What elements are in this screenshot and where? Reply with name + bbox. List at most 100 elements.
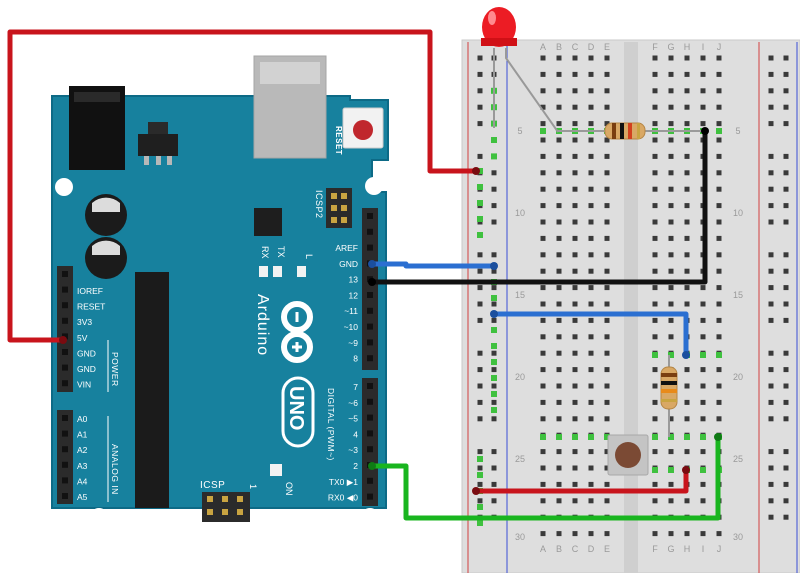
breadboard-hole <box>556 219 562 225</box>
breadboard-hole <box>572 170 578 176</box>
rail-hole <box>783 104 789 110</box>
header-pin <box>367 446 373 453</box>
rail-hole <box>491 186 497 192</box>
digital-pin-label: ~6 <box>348 398 358 408</box>
breadboard-hole <box>572 153 578 159</box>
rail-hole <box>783 367 789 373</box>
column-letter: B <box>556 544 562 554</box>
rail-hole <box>491 350 497 356</box>
breadboard-hole <box>588 88 594 94</box>
breadboard-hole <box>588 449 594 455</box>
breadboard-hole <box>572 186 578 192</box>
column-letter: H <box>684 42 691 52</box>
header-pin <box>367 414 373 421</box>
row-number: 5 <box>735 126 740 136</box>
breadboard-hole <box>604 219 610 225</box>
breadboard-hole <box>700 531 706 537</box>
voltage-regulator <box>138 122 178 165</box>
connected-hole <box>668 434 674 440</box>
breadboard-hole <box>556 153 562 159</box>
header-pin <box>367 323 373 330</box>
power-label: POWER <box>110 352 120 387</box>
breadboard-hole <box>684 268 690 274</box>
breadboard-hole <box>716 203 722 209</box>
breadboard-hole <box>684 55 690 61</box>
breadboard-hole <box>572 317 578 323</box>
breadboard-hole <box>588 334 594 340</box>
connected-hole <box>491 295 497 301</box>
breadboard-hole <box>700 367 706 373</box>
breadboard-hole <box>572 55 578 61</box>
breadboard-hole <box>716 104 722 110</box>
rail-hole <box>768 55 774 61</box>
breadboard-hole <box>700 416 706 422</box>
resistor-led <box>558 122 705 140</box>
row-number: 5 <box>517 126 522 136</box>
breadboard-hole <box>604 104 610 110</box>
digital-pin-label: AREF <box>335 243 358 253</box>
digital-pin-label: RX0 ◀0 <box>328 493 358 503</box>
breadboard-hole <box>668 55 674 61</box>
breadboard-hole <box>716 531 722 537</box>
breadboard-hole <box>668 334 674 340</box>
connected-hole <box>477 504 483 510</box>
breadboard-hole <box>556 334 562 340</box>
row-number: 10 <box>733 208 743 218</box>
rail-hole <box>783 203 789 209</box>
row-number: 15 <box>733 290 743 300</box>
breadboard-hole <box>652 334 658 340</box>
breadboard-hole <box>652 301 658 307</box>
breadboard-hole <box>588 186 594 192</box>
breadboard-hole <box>588 153 594 159</box>
connected-hole <box>556 434 562 440</box>
breadboard-hole <box>572 88 578 94</box>
breadboard-hole <box>604 170 610 176</box>
breadboard-hole <box>684 449 690 455</box>
rail-hole <box>768 71 774 77</box>
breadboard-hole <box>716 285 722 291</box>
breadboard-hole <box>684 219 690 225</box>
digital-pin-label: 7 <box>353 382 358 392</box>
connected-hole <box>572 434 578 440</box>
analog-pin-label: A5 <box>77 492 88 502</box>
breadboard-hole <box>556 235 562 241</box>
digital-pin-label: 12 <box>349 290 359 300</box>
header-pin <box>62 430 68 437</box>
breadboard-hole <box>540 252 546 258</box>
rail-hole <box>477 121 483 127</box>
power-pin-label: 3V3 <box>77 317 92 327</box>
breadboard-hole <box>556 71 562 77</box>
breadboard-hole <box>556 285 562 291</box>
connected-hole <box>652 434 658 440</box>
breadboard-hole <box>668 137 674 143</box>
connected-hole <box>700 467 706 473</box>
mounting-hole <box>55 178 73 196</box>
rail-hole <box>768 416 774 422</box>
rail-hole <box>783 55 789 61</box>
breadboard-hole <box>572 498 578 504</box>
breadboard-hole <box>572 268 578 274</box>
reset-button[interactable] <box>342 107 384 149</box>
connected-hole <box>491 343 497 349</box>
breadboard-hole <box>604 383 610 389</box>
rail-hole <box>491 301 497 307</box>
rail-hole <box>768 219 774 225</box>
dc-power-jack <box>69 86 125 170</box>
header-pin <box>331 217 337 223</box>
header-pin <box>62 302 68 309</box>
power-header <box>57 266 73 392</box>
rail-hole <box>477 399 483 405</box>
rail-hole <box>477 285 483 291</box>
wire-pin2 <box>369 434 721 521</box>
breadboard-hole <box>716 334 722 340</box>
breadboard-hole <box>540 137 546 143</box>
icsp-pin-one-label: 1 <box>248 484 258 489</box>
rail-hole <box>491 449 497 455</box>
header-pin <box>62 349 68 355</box>
connected-hole <box>491 407 497 413</box>
rail-hole <box>783 481 789 487</box>
breadboard-hole <box>716 88 722 94</box>
breadboard-hole <box>588 367 594 373</box>
